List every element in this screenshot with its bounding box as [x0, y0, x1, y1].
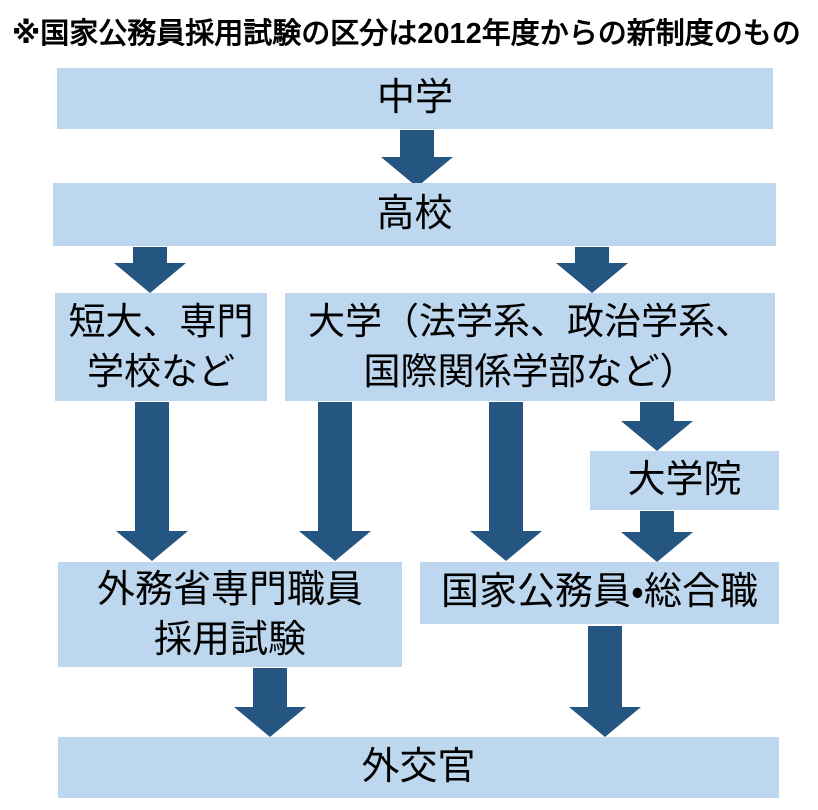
middle-school-box: 中学 — [57, 68, 773, 129]
arrow-stem — [318, 402, 352, 531]
high-school-box: 高校 — [53, 183, 776, 246]
university-line1: 大学（法学系、政治学系、 — [308, 301, 752, 342]
arrow-head — [381, 157, 453, 187]
diplomat-label: 外交官 — [361, 745, 476, 788]
arrow-head — [621, 532, 693, 562]
arrow-head — [116, 531, 188, 561]
arrow-stem — [588, 626, 622, 707]
middle-school-label: 中学 — [376, 76, 453, 119]
arrow-university-to-mofaexam-icon — [299, 402, 371, 561]
mofa-exam-line2: 採用試験 — [153, 618, 306, 661]
arrow-head — [621, 421, 693, 451]
arrow-head — [470, 531, 542, 561]
arrow-head — [556, 263, 628, 293]
arrow-stem — [253, 668, 287, 707]
arrow-university-to-civilservice-icon — [470, 402, 542, 561]
civil-service-box: 国家公務員・総合職 — [420, 562, 779, 624]
arrow-stem — [640, 402, 674, 421]
arrow-highschool-to-university-icon — [556, 247, 628, 293]
mofa-exam-line1: 外務省専門職員 — [96, 568, 363, 611]
arrow-middleschool-to-highschool-icon — [381, 130, 453, 187]
footnote-text: ※国家公務員採用試験の区分は2012年度からの新制度のもの — [12, 18, 801, 50]
civil-service-label: 国家公務員・総合職 — [441, 571, 758, 614]
grad-school-box: 大学院 — [590, 451, 779, 510]
grad-school-label: 大学院 — [627, 458, 742, 501]
junior-college-line2: 学校など — [87, 351, 235, 392]
junior-college-box: 短大、専門 学校など — [55, 293, 267, 401]
high-school-label: 高校 — [376, 192, 453, 235]
arrow-university-to-gradschool-icon — [621, 402, 693, 451]
arrow-juniorcollege-to-mofaexam-icon — [116, 402, 188, 561]
arrow-head — [299, 531, 371, 561]
arrow-stem — [489, 402, 523, 531]
arrow-highschool-to-juniorcollege-icon — [114, 247, 186, 293]
arrow-gradschool-to-civilservice-icon — [621, 511, 693, 562]
arrow-stem — [575, 247, 609, 263]
arrow-stem — [133, 247, 167, 263]
arrow-head — [114, 263, 186, 293]
junior-college-line1: 短大、専門 — [68, 301, 254, 342]
diplomat-box: 外交官 — [58, 737, 779, 798]
arrow-head — [234, 707, 306, 737]
university-line2: 国際関係学部など） — [363, 351, 697, 392]
university-box: 大学（法学系、政治学系、 国際関係学部など） — [285, 293, 775, 401]
arrow-stem — [135, 402, 169, 531]
arrow-stem — [400, 130, 434, 157]
mofa-exam-box: 外務省専門職員 採用試験 — [58, 562, 402, 667]
arrow-mofaexam-to-diplomat-icon — [234, 668, 306, 737]
arrow-head — [569, 707, 641, 737]
arrow-civilservice-to-diplomat-icon — [569, 626, 641, 737]
arrow-stem — [640, 511, 674, 532]
